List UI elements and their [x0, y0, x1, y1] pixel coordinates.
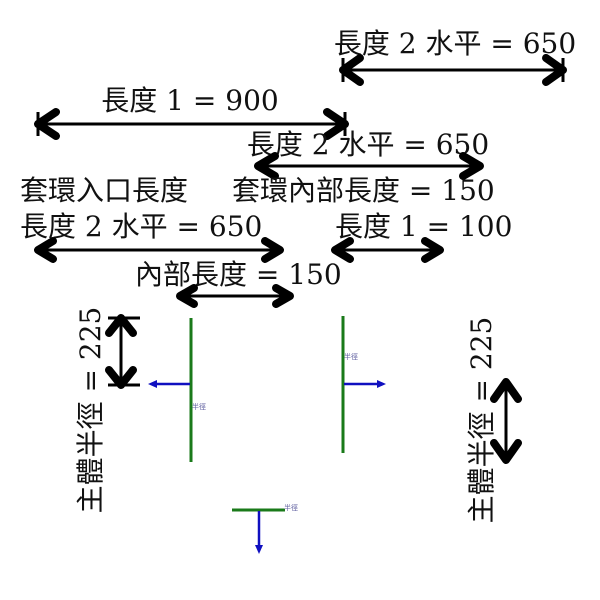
dimension-body-radius-right[interactable]: 主體半徑 = 225	[465, 317, 522, 524]
connector-label: 半徑	[344, 352, 358, 361]
dimension-label: 內部長度 = 150	[135, 258, 342, 291]
flow-arrow-icon	[255, 545, 263, 554]
arrowhead-icon	[105, 314, 137, 337]
flow-arrow-icon	[377, 380, 386, 388]
connector-label: 半徑	[284, 503, 298, 512]
dimension-label: 長度 2 水平 = 650	[334, 27, 576, 60]
dimension-length1-small[interactable]: 長度 1 = 100	[331, 210, 512, 263]
connector-right[interactable]: 半徑	[341, 316, 386, 453]
arrowhead-icon	[490, 378, 522, 403]
connector-bottom[interactable]: 半徑	[232, 503, 298, 554]
dimension-collar-inner[interactable]: 套環內部長度 = 150	[232, 174, 495, 207]
arrowhead-icon	[176, 284, 198, 308]
dimension-label: 長度 1 = 900	[101, 84, 278, 117]
flow-arrow-icon	[148, 380, 157, 388]
dimension-length2-top[interactable]: 長度 2 水平 = 650	[334, 27, 576, 86]
arrowhead-icon	[272, 284, 294, 308]
connector-label: 半徑	[192, 402, 206, 411]
dimension-label: 主體半徑 = 225	[465, 317, 498, 524]
dimension-label: 主體半徑 = 225	[74, 307, 107, 514]
dimension-body-radius-left[interactable]: 主體半徑 = 225	[74, 307, 140, 514]
arrowhead-icon	[261, 237, 284, 263]
dimension-label: 長度 2 水平 = 650	[20, 210, 262, 243]
arrowhead-icon	[323, 108, 349, 140]
connector-left[interactable]: 半徑	[148, 318, 206, 462]
arrowhead-icon	[339, 54, 364, 86]
arrowhead-icon	[542, 54, 567, 86]
arrowhead-icon	[105, 366, 137, 389]
arrowhead-icon	[34, 108, 60, 140]
dimension-label: 長度 2 水平 = 650	[247, 128, 489, 161]
arrowhead-icon	[459, 152, 484, 180]
arrowhead-icon	[34, 237, 57, 263]
arrowhead-icon	[490, 439, 522, 464]
dimension-collar-entry[interactable]: 套環入口長度	[20, 174, 188, 207]
arrowhead-icon	[331, 237, 354, 263]
dimension-inner-length[interactable]: 內部長度 = 150	[135, 258, 342, 308]
arrowhead-icon	[254, 152, 279, 180]
dimension-length2-left[interactable]: 長度 2 水平 = 650	[20, 210, 284, 263]
arrowhead-icon	[421, 237, 444, 263]
dimension-length2-mid[interactable]: 長度 2 水平 = 650	[247, 128, 489, 180]
dimension-length1[interactable]: 長度 1 = 900	[34, 84, 349, 140]
